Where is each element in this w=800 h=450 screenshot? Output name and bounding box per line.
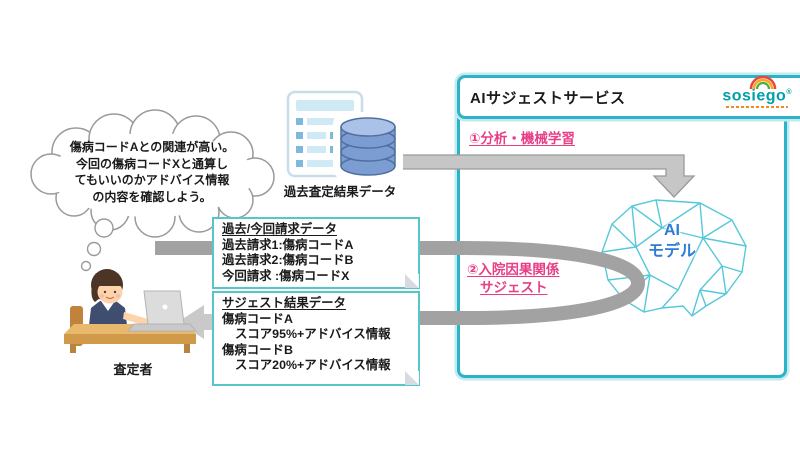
step1-label: ①分析・機械学習 (469, 131, 575, 146)
sosiego-logo-text: sosiego® (722, 87, 792, 105)
thought-bubble-text: 傷病コードAとの関連が高い。 今回の傷病コードXと通算し てもいいのかアドバイス… (69, 140, 235, 204)
step2-label: ②入院因果関係 サジェスト (467, 262, 560, 295)
assessor-label: 査定者 (113, 362, 153, 377)
database-icon (286, 90, 403, 180)
assessor-icon (64, 269, 198, 353)
request-note-line: 今回請求 :傷病コードX (222, 268, 350, 283)
request-data-note: 過去/今回請求データ 過去請求1:傷病コードA 過去請求2:傷病コードB 今回請… (212, 217, 420, 289)
logo-tagline (726, 105, 789, 108)
result-arrow (178, 305, 214, 339)
result-note-line: スコア95%+アドバイス情報 (235, 327, 391, 341)
result-note-line: スコア20%+アドバイス情報 (235, 358, 391, 372)
ai-service-header: AIサジェストサービス sosiego® (457, 75, 800, 119)
result-data-note: サジェスト結果データ 傷病コードA スコア95%+アドバイス情報 傷病コードB … (212, 291, 420, 386)
rainbow-icon (750, 76, 777, 90)
request-note-line: 過去請求2:傷病コードB (222, 253, 354, 267)
result-note-title: サジェスト結果データ (222, 296, 346, 310)
ai-model-label: AI モデル (647, 222, 696, 260)
result-note-line: 傷病コードA (222, 311, 293, 326)
ai-service-title: AIサジェストサービス (470, 89, 626, 107)
sosiego-logo: sosiego® (722, 76, 792, 108)
request-note-title: 過去/今回請求データ (222, 222, 337, 236)
request-note-line: 過去請求1:傷病コードA (222, 237, 354, 252)
result-note-line: 傷病コードB (222, 342, 293, 357)
database-label: 過去査定結果データ (283, 185, 397, 199)
thought-trail-icon (80, 218, 114, 272)
